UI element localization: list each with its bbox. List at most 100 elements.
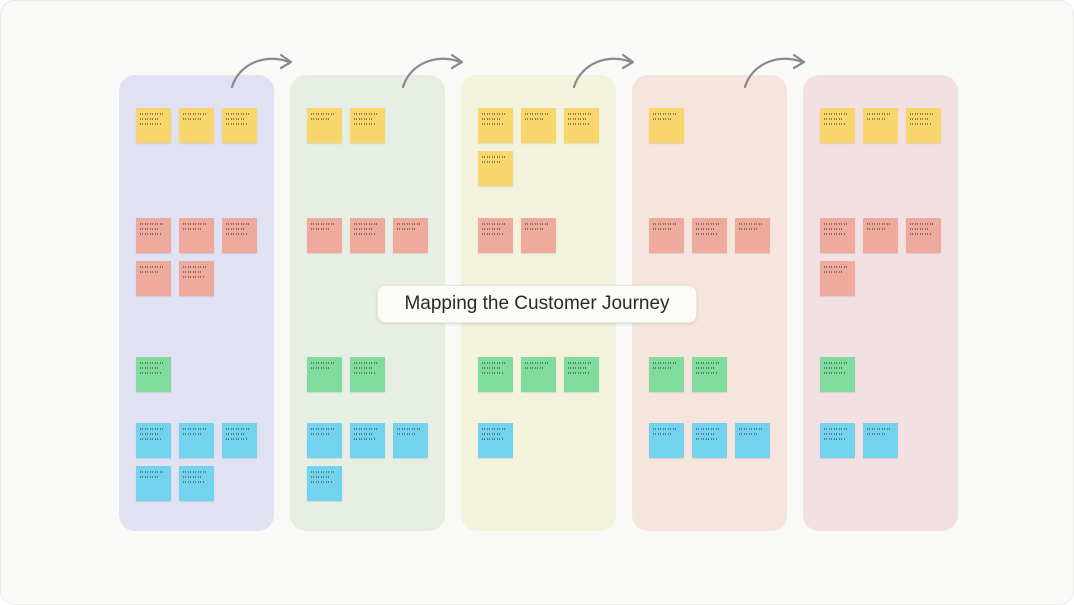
note-handwriting	[824, 113, 848, 115]
sticky-note-red[interactable]	[649, 218, 684, 253]
note-handwriting	[140, 118, 160, 120]
note-handwriting	[183, 481, 205, 483]
sticky-note-green[interactable]	[564, 357, 599, 392]
sticky-note-blue[interactable]	[222, 423, 257, 458]
stage-column-1[interactable]	[119, 75, 274, 531]
sticky-note-red[interactable]	[478, 218, 513, 253]
note-handwriting	[397, 433, 417, 435]
sticky-note-green[interactable]	[692, 357, 727, 392]
sticky-note-yellow[interactable]	[564, 108, 599, 143]
sticky-note-red[interactable]	[863, 218, 898, 253]
sticky-note-blue[interactable]	[307, 466, 342, 501]
note-handwriting	[910, 233, 932, 235]
note-handwriting	[226, 223, 250, 225]
sticky-note-yellow[interactable]	[350, 108, 385, 143]
sticky-note-red[interactable]	[393, 218, 428, 253]
sticky-note-green[interactable]	[478, 357, 513, 392]
note-handwriting	[183, 266, 207, 268]
note-handwriting	[482, 433, 502, 435]
sticky-note-yellow[interactable]	[521, 108, 556, 143]
sticky-note-green[interactable]	[649, 357, 684, 392]
note-handwriting	[311, 471, 335, 473]
note-handwriting	[482, 228, 502, 230]
sticky-note-yellow[interactable]	[820, 108, 855, 143]
note-handwriting	[183, 113, 207, 115]
sticky-note-yellow[interactable]	[906, 108, 941, 143]
note-handwriting	[824, 266, 848, 268]
sticky-note-blue[interactable]	[692, 423, 727, 458]
sticky-note-blue[interactable]	[820, 423, 855, 458]
sticky-note-blue[interactable]	[735, 423, 770, 458]
sticky-note-yellow[interactable]	[649, 108, 684, 143]
note-handwriting	[226, 113, 250, 115]
sticky-note-blue[interactable]	[350, 423, 385, 458]
note-handwriting	[910, 223, 934, 225]
sticky-note-blue[interactable]	[136, 423, 171, 458]
note-handwriting	[354, 367, 374, 369]
note-handwriting	[568, 118, 588, 120]
note-handwriting	[397, 228, 417, 230]
sticky-note-red[interactable]	[179, 261, 214, 296]
sticky-note-blue[interactable]	[136, 466, 171, 501]
sticky-note-blue[interactable]	[478, 423, 513, 458]
note-handwriting	[739, 433, 759, 435]
note-handwriting	[739, 228, 759, 230]
note-handwriting	[653, 223, 677, 225]
sticky-note-red[interactable]	[222, 218, 257, 253]
note-handwriting	[867, 223, 891, 225]
sticky-note-blue[interactable]	[649, 423, 684, 458]
sticky-note-green[interactable]	[521, 357, 556, 392]
stage-column-5[interactable]	[803, 75, 958, 531]
note-handwriting	[311, 476, 331, 478]
sticky-note-red[interactable]	[136, 261, 171, 296]
note-handwriting	[824, 228, 844, 230]
sticky-note-blue[interactable]	[863, 423, 898, 458]
note-handwriting	[354, 433, 374, 435]
sticky-note-green[interactable]	[820, 357, 855, 392]
note-handwriting	[354, 372, 376, 374]
note-handwriting	[910, 113, 934, 115]
sticky-note-red[interactable]	[307, 218, 342, 253]
note-handwriting	[226, 233, 248, 235]
note-handwriting	[311, 433, 331, 435]
note-handwriting	[354, 428, 378, 430]
note-handwriting	[824, 367, 844, 369]
sticky-note-yellow[interactable]	[863, 108, 898, 143]
sticky-note-red[interactable]	[906, 218, 941, 253]
sticky-note-yellow[interactable]	[478, 108, 513, 143]
board-title: Mapping the Customer Journey	[404, 293, 670, 314]
note-handwriting	[910, 123, 932, 125]
sticky-note-blue[interactable]	[179, 423, 214, 458]
sticky-note-red[interactable]	[735, 218, 770, 253]
sticky-note-yellow[interactable]	[478, 151, 513, 186]
sticky-note-red[interactable]	[820, 218, 855, 253]
note-handwriting	[525, 362, 549, 364]
sticky-note-yellow[interactable]	[307, 108, 342, 143]
sticky-note-red[interactable]	[820, 261, 855, 296]
note-handwriting	[140, 438, 162, 440]
note-handwriting	[525, 118, 545, 120]
sticky-note-green[interactable]	[136, 357, 171, 392]
note-handwriting	[140, 428, 164, 430]
note-handwriting	[525, 223, 549, 225]
note-handwriting	[311, 367, 331, 369]
board-title-card[interactable]: Mapping the Customer Journey	[377, 285, 697, 323]
sticky-note-blue[interactable]	[393, 423, 428, 458]
note-handwriting	[226, 118, 246, 120]
sticky-note-red[interactable]	[179, 218, 214, 253]
sticky-note-green[interactable]	[307, 357, 342, 392]
sticky-note-blue[interactable]	[307, 423, 342, 458]
sticky-note-yellow[interactable]	[222, 108, 257, 143]
note-handwriting	[354, 123, 376, 125]
sticky-note-red[interactable]	[521, 218, 556, 253]
note-handwriting	[397, 428, 421, 430]
sticky-note-red[interactable]	[692, 218, 727, 253]
sticky-note-blue[interactable]	[179, 466, 214, 501]
sticky-note-green[interactable]	[350, 357, 385, 392]
sticky-note-yellow[interactable]	[136, 108, 171, 143]
sticky-note-red[interactable]	[136, 218, 171, 253]
sticky-note-red[interactable]	[350, 218, 385, 253]
note-handwriting	[183, 271, 203, 273]
sticky-note-yellow[interactable]	[179, 108, 214, 143]
